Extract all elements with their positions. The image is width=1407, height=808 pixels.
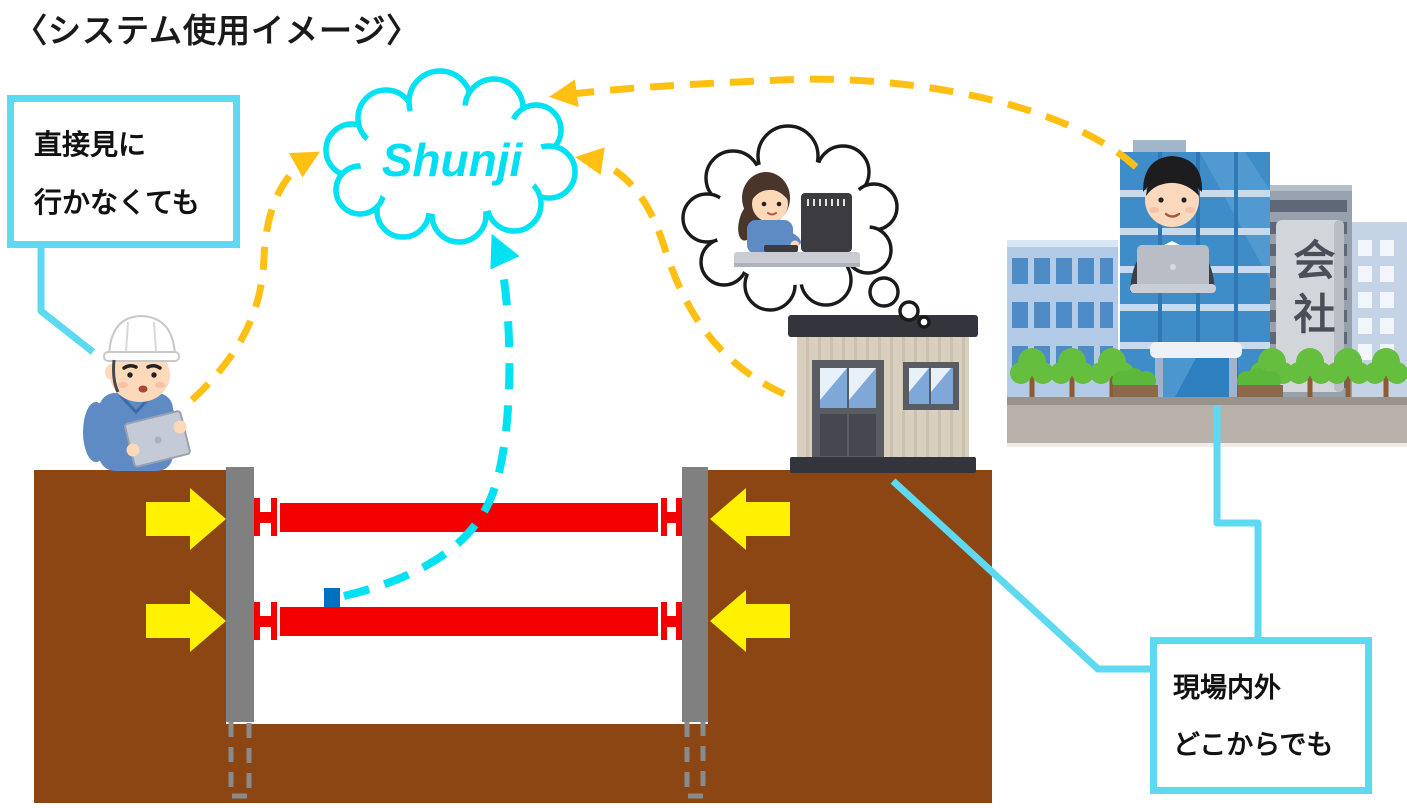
thought-bubble-icon xyxy=(681,124,931,329)
site-office-window-icon xyxy=(903,362,959,410)
cloud-icon xyxy=(323,68,578,245)
callout-right-line1: 現場内外 xyxy=(1173,673,1281,703)
site-office-icon xyxy=(788,315,978,473)
callout-no-site-visit: 直接見に 行かなくても xyxy=(7,95,240,248)
callout-right-connector-site xyxy=(890,478,1152,673)
comm-link-arrow-building xyxy=(549,75,1139,170)
callout-left-connector xyxy=(37,248,96,355)
monitor-icon xyxy=(801,193,852,252)
comm-link-arrow-worker xyxy=(189,151,321,403)
callout-left-line1: 直接見に xyxy=(34,129,147,160)
site-office-door-icon xyxy=(812,360,884,462)
callout-left-line2: 行かなくても xyxy=(34,187,200,218)
sensor-icon xyxy=(324,588,340,607)
strut-icon xyxy=(254,498,682,640)
retaining-wall-icon xyxy=(226,467,708,799)
callout-right-connector-building xyxy=(1213,405,1262,639)
worker-icon xyxy=(83,314,191,471)
operator-icon xyxy=(734,172,860,267)
company-sign-icon xyxy=(1276,220,1344,392)
comm-link-arrow-site-office xyxy=(575,147,786,398)
cloud-service-name: Shunji xyxy=(382,134,524,186)
page-title: 〈システム使用イメージ〉 xyxy=(14,12,421,49)
bush-icon xyxy=(1112,368,1283,397)
company-sign-label: 会社 xyxy=(1288,238,1335,346)
excavation-site xyxy=(34,467,992,803)
street-trees-icon xyxy=(1010,348,1407,400)
sensor-uplink-arrow-icon xyxy=(343,233,520,600)
callout-right-line2: どこからでも xyxy=(1173,730,1334,760)
office-building-icon xyxy=(1007,140,1407,447)
businessman-icon xyxy=(1130,156,1216,293)
earth-pressure-arrow-icon xyxy=(146,488,790,652)
callout-anywhere: 現場内外 どこからでも xyxy=(1150,637,1372,794)
